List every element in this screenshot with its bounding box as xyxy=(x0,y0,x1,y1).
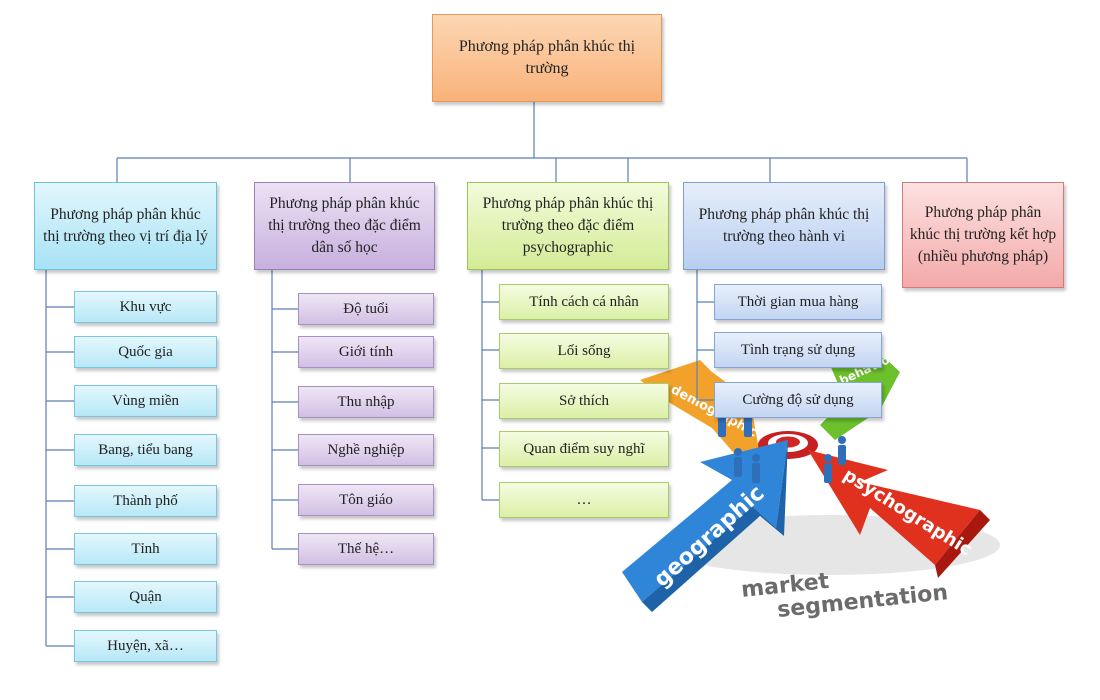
geographic-item: Tỉnh xyxy=(74,533,217,565)
demographic-item-label: Thế hệ… xyxy=(337,541,395,557)
root-node: Phương pháp phân khúc thị trường xyxy=(432,14,662,102)
category-combined-label: Phương pháp phân khúc thị trường kết hợp… xyxy=(909,204,1057,265)
geographic-arrow xyxy=(622,440,788,602)
demographic-item-label: Tôn giáo xyxy=(339,492,393,508)
psychographic-item: Lối sống xyxy=(499,333,669,369)
psychographic-item: Sở thích xyxy=(499,383,669,419)
geographic-item: Huyện, xã… xyxy=(74,630,217,662)
psychographic-arrow-shade xyxy=(935,510,990,578)
behavioral-item-label: Cường độ sử dụng xyxy=(742,392,854,408)
psychographic-item-label: Quan điểm suy nghĩ xyxy=(523,441,645,457)
demographic-item: Giới tính xyxy=(298,336,434,368)
root-node-label: Phương pháp phân khúc thị trường xyxy=(458,38,636,77)
psychographic-item-label: … xyxy=(576,492,592,508)
category-psychographic-label: Phương pháp phân khúc thị trường theo đặ… xyxy=(482,195,654,256)
category-demographic: Phương pháp phân khúc thị trường theo đặ… xyxy=(254,182,435,270)
geographic-item-label: Huyện, xã… xyxy=(107,638,184,654)
behavioral-item-label: Tình trạng sử dụng xyxy=(740,342,856,358)
demographic-item-label: Độ tuổi xyxy=(343,301,389,317)
demographic-item-label: Nghề nghiệp xyxy=(327,442,405,458)
demographic-item-label: Giới tính xyxy=(338,344,394,360)
demographic-item-label: Thu nhập xyxy=(337,394,395,410)
category-psychographic: Phương pháp phân khúc thị trường theo đặ… xyxy=(467,182,669,270)
category-demographic-label: Phương pháp phân khúc thị trường theo đặ… xyxy=(268,195,421,256)
demographic-item: Tôn giáo xyxy=(298,484,434,516)
geographic-item-label: Bang, tiểu bang xyxy=(98,442,193,458)
geographic-item-label: Vùng miền xyxy=(111,393,180,409)
category-behavioral: Phương pháp phân khúc thị trường theo hà… xyxy=(683,182,885,270)
geographic-item-label: Quận xyxy=(129,589,162,605)
psychographic-item-label: Sở thích xyxy=(558,393,610,409)
category-combined: Phương pháp phân khúc thị trường kết hợp… xyxy=(902,182,1064,288)
demographic-arrow xyxy=(640,360,760,460)
geographic-item-label: Thành phố xyxy=(113,493,178,509)
psychographic-item: Tính cách cá nhân xyxy=(499,284,669,320)
geographic-item-label: Quốc gia xyxy=(118,344,173,360)
demographic-item: Độ tuổi xyxy=(298,293,434,325)
behavioral-item: Thời gian mua hàng xyxy=(714,284,882,320)
geographic-item: Quốc gia xyxy=(74,336,217,368)
geographic-item: Quận xyxy=(74,581,217,613)
geographic-item: Bang, tiểu bang xyxy=(74,434,217,466)
psychographic-arrow xyxy=(808,450,980,565)
geographic-item-label: Tỉnh xyxy=(131,541,160,557)
psychographic-item-label: Lối sống xyxy=(557,343,611,359)
behavioral-item-label: Thời gian mua hàng xyxy=(737,294,859,310)
geographic-arrow-shade xyxy=(642,440,788,612)
geographic-item: Vùng miền xyxy=(74,385,217,417)
geographic-item: Thành phố xyxy=(74,485,217,517)
geographic-item-label: Khu vực xyxy=(119,299,172,315)
behavioral-item: Tình trạng sử dụng xyxy=(714,332,882,368)
psychographic-item: Quan điểm suy nghĩ xyxy=(499,431,669,467)
psychographic-item-label: Tính cách cá nhân xyxy=(529,294,639,310)
demographic-item: Thu nhập xyxy=(298,386,434,418)
psychographic-item: … xyxy=(499,482,669,518)
behavioral-item: Cường độ sử dụng xyxy=(714,382,882,418)
demographic-item: Nghề nghiệp xyxy=(298,434,434,466)
demographic-item: Thế hệ… xyxy=(298,533,434,565)
category-behavioral-label: Phương pháp phân khúc thị trường theo hà… xyxy=(698,206,870,245)
category-geographic: Phương pháp phân khúc thị trường theo vị… xyxy=(34,182,217,270)
geographic-item: Khu vực xyxy=(74,291,217,323)
category-geographic-label: Phương pháp phân khúc thị trường theo vị… xyxy=(43,206,208,245)
